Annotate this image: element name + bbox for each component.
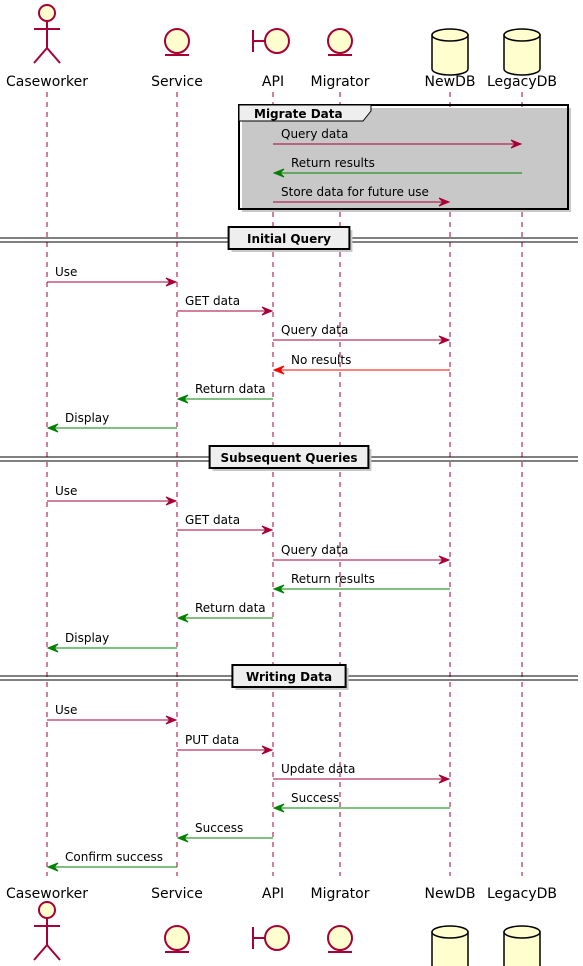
message-label: GET data bbox=[185, 513, 240, 527]
participant-label-api-top: API bbox=[262, 74, 284, 90]
message-label: Return results bbox=[291, 572, 375, 586]
message-label: Store data for future use bbox=[281, 185, 429, 199]
message-arrowhead bbox=[272, 803, 285, 813]
database-top bbox=[503, 925, 541, 939]
group-label: Migrate Data bbox=[254, 107, 343, 121]
message-label: Return data bbox=[195, 601, 266, 615]
api-boundary-icon bbox=[252, 925, 290, 951]
section-box bbox=[208, 445, 370, 469]
message-label: Success bbox=[195, 821, 243, 835]
database-body bbox=[503, 34, 541, 76]
message-arrowhead bbox=[261, 745, 274, 755]
database-body bbox=[503, 931, 541, 966]
message-arrowhead bbox=[438, 335, 451, 345]
database-top bbox=[503, 28, 541, 42]
participant-label-service-top: Service bbox=[151, 74, 203, 90]
message-arrowhead bbox=[438, 197, 451, 207]
message-label: Display bbox=[65, 631, 109, 645]
group-migrate-data bbox=[238, 104, 569, 210]
message-arrowhead bbox=[46, 643, 59, 653]
migrator-entity-icon bbox=[327, 28, 353, 56]
participant-label-newdb-bottom: NewDB bbox=[425, 886, 476, 902]
message-arrowhead bbox=[272, 365, 285, 375]
actor-leg-left bbox=[33, 944, 48, 961]
participant-label-migrator-bottom: Migrator bbox=[310, 886, 369, 902]
actor-leg-right bbox=[46, 944, 61, 961]
boundary-circle bbox=[264, 925, 290, 951]
newdb-database-icon bbox=[431, 925, 469, 966]
database-body bbox=[431, 931, 469, 966]
message-label: PUT data bbox=[185, 733, 239, 747]
actor-leg-left bbox=[33, 47, 48, 64]
actor-head bbox=[38, 4, 56, 22]
message-label: Return data bbox=[195, 382, 266, 396]
api-boundary-icon bbox=[252, 28, 290, 54]
service-entity-icon bbox=[164, 925, 190, 953]
message-arrowhead bbox=[438, 555, 451, 565]
entity-circle bbox=[164, 28, 190, 54]
caseworker-actor-icon bbox=[33, 4, 61, 64]
actor-leg-right bbox=[46, 47, 61, 64]
database-top bbox=[431, 28, 469, 42]
section-label: Subsequent Queries bbox=[221, 451, 358, 465]
message-label: Query data bbox=[281, 543, 348, 557]
message-label: Use bbox=[55, 703, 77, 717]
caseworker-actor-icon bbox=[33, 901, 61, 961]
section-box bbox=[227, 226, 351, 250]
message-label: No results bbox=[291, 353, 351, 367]
message-label: Success bbox=[291, 791, 339, 805]
database-top bbox=[431, 925, 469, 939]
message-label: Query data bbox=[281, 127, 348, 141]
message-label: Use bbox=[55, 484, 77, 498]
message-arrowhead bbox=[261, 525, 274, 535]
legacydb-database-icon bbox=[503, 925, 541, 966]
message-arrowhead bbox=[46, 862, 59, 872]
migrator-entity-icon bbox=[327, 925, 353, 953]
message-label: Use bbox=[55, 265, 77, 279]
participant-label-legacydb-top: LegacyDB bbox=[487, 74, 557, 90]
participant-label-service-bottom: Service bbox=[151, 886, 203, 902]
message-label: Return results bbox=[291, 156, 375, 170]
participant-label-api-bottom: API bbox=[262, 886, 284, 902]
message-arrowhead bbox=[46, 423, 59, 433]
service-entity-icon bbox=[164, 28, 190, 56]
participant-label-caseworker-bottom: Caseworker bbox=[6, 886, 88, 902]
message-arrowhead bbox=[176, 613, 189, 623]
group-label-tab bbox=[238, 104, 372, 122]
message-arrowhead bbox=[272, 168, 285, 178]
message-arrowhead bbox=[510, 139, 523, 149]
database-body bbox=[431, 34, 469, 76]
legacydb-database-icon bbox=[503, 28, 541, 76]
message-arrowhead bbox=[272, 584, 285, 594]
message-label: GET data bbox=[185, 294, 240, 308]
message-arrowhead bbox=[438, 774, 451, 784]
boundary-circle bbox=[264, 28, 290, 54]
entity-circle bbox=[164, 925, 190, 951]
section-box bbox=[231, 664, 347, 688]
message-arrowhead bbox=[176, 394, 189, 404]
newdb-database-icon bbox=[431, 28, 469, 76]
message-label: Update data bbox=[281, 762, 355, 776]
message-arrowhead bbox=[165, 496, 178, 506]
message-label: Query data bbox=[281, 323, 348, 337]
message-label: Display bbox=[65, 411, 109, 425]
section-label: Initial Query bbox=[247, 232, 331, 246]
participant-label-legacydb-bottom: LegacyDB bbox=[487, 886, 557, 902]
participant-label-migrator-top: Migrator bbox=[310, 74, 369, 90]
participant-label-newdb-top: NewDB bbox=[425, 74, 476, 90]
message-arrowhead bbox=[165, 277, 178, 287]
entity-circle bbox=[327, 925, 353, 951]
section-label: Writing Data bbox=[246, 670, 332, 684]
entity-circle bbox=[327, 28, 353, 54]
group-shadow bbox=[242, 108, 571, 212]
message-arrowhead bbox=[165, 715, 178, 725]
participant-label-caseworker-top: Caseworker bbox=[6, 74, 88, 90]
actor-head bbox=[38, 901, 56, 919]
message-arrowhead bbox=[176, 833, 189, 843]
message-arrowhead bbox=[261, 306, 274, 316]
message-label: Confirm success bbox=[65, 850, 163, 864]
